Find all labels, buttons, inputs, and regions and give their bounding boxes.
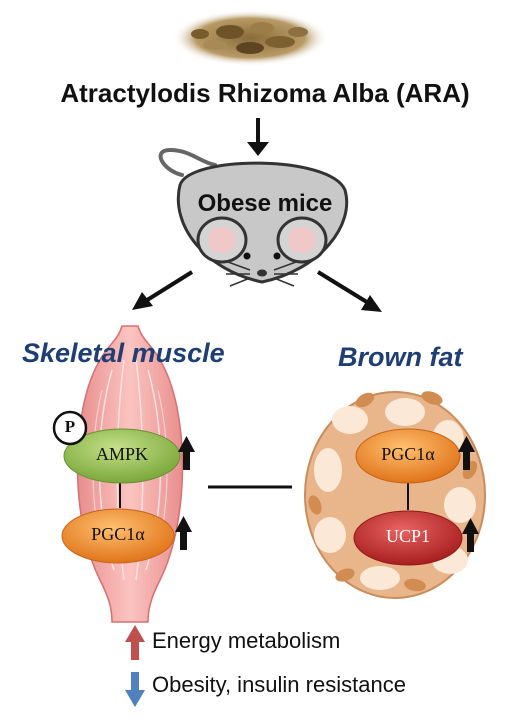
ampk-label: AMPK	[95, 444, 148, 464]
herb-image	[172, 10, 328, 66]
pgc1a-muscle-label: PGC1α	[91, 524, 145, 544]
pgc1a-fat-node	[355, 428, 461, 484]
pgc1a-muscle-up-arrow-icon	[175, 516, 192, 550]
ucp1-up-arrow-icon	[462, 518, 479, 552]
mouse-icon	[158, 147, 349, 287]
phospho-marker	[52, 410, 88, 446]
legend-energy-metabolism: Energy metabolism	[152, 628, 341, 653]
arrow-to-skeletal-muscle	[132, 270, 194, 310]
diagram-title: Atractylodis Rhizoma Alba (ARA)	[60, 78, 470, 108]
phospho-label: P	[64, 417, 76, 436]
pgc1a-fat-up-arrow-icon	[458, 436, 475, 470]
legend-up-arrow-icon	[125, 625, 145, 660]
ucp1-node	[353, 510, 463, 566]
brown-fat-label: Brown fat	[338, 342, 463, 372]
arrow-to-brown-fat	[316, 270, 382, 312]
ucp1-label: UCP1	[385, 526, 430, 546]
pgc1a-muscle-node	[61, 508, 175, 564]
legend-down-arrow-icon	[125, 672, 145, 707]
pgc1a-fat-label: PGC1α	[381, 444, 435, 464]
skeletal-muscle-label: Skeletal muscle	[22, 338, 225, 368]
legend-obesity-insulin-resistance: Obesity, insulin resistance	[152, 672, 406, 697]
mouse-label: Obese mice	[197, 190, 333, 217]
ampk-node	[63, 428, 181, 484]
arrow-down-to-mouse	[247, 118, 269, 156]
brown-fat-tissue	[304, 391, 486, 599]
ampk-up-arrow-icon	[178, 436, 195, 470]
